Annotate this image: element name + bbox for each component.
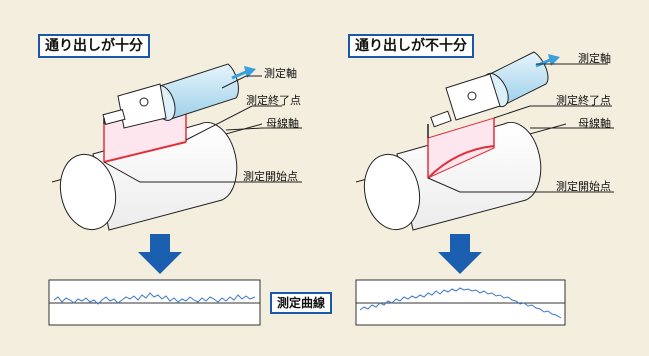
left-probe (102, 63, 239, 129)
right-label-end-point: 測定終了点 (556, 94, 611, 107)
left-leader-lines (103, 75, 302, 183)
right-label-generatrix-axis: 母線軸 (578, 117, 611, 130)
left-curve-panel (48, 279, 261, 326)
left-panel-heading: 通り出しが十分 (38, 34, 150, 58)
right-label-start-point: 測定開始点 (556, 180, 611, 193)
right-probe-arrow-icon (535, 54, 560, 68)
right-down-arrow-icon (438, 234, 482, 274)
left-label-generatrix-axis: 母線軸 (266, 117, 299, 130)
right-leader-lines (427, 63, 614, 193)
right-panel-heading: 通り出しが不十分 (348, 34, 474, 58)
left-label-start-point: 測定開始点 (243, 170, 298, 183)
left-measurement-trace (103, 141, 187, 163)
right-panel (355, 51, 614, 326)
left-down-arrow-icon (138, 234, 182, 274)
right-measurement-curve (359, 287, 562, 319)
left-measurement-curve (53, 292, 256, 305)
left-label-measurement-axis: 測定軸 (264, 67, 297, 80)
left-panel (48, 63, 302, 326)
measurement-curve-label: 測定曲線 (270, 292, 333, 314)
right-label-measurement-axis: 測定軸 (578, 52, 611, 65)
left-probe-arrow-icon (231, 66, 256, 80)
left-label-end-point: 測定終了点 (246, 94, 301, 107)
right-measurement-trace (427, 145, 495, 179)
right-probe (427, 51, 549, 138)
right-curve-panel (355, 279, 566, 326)
